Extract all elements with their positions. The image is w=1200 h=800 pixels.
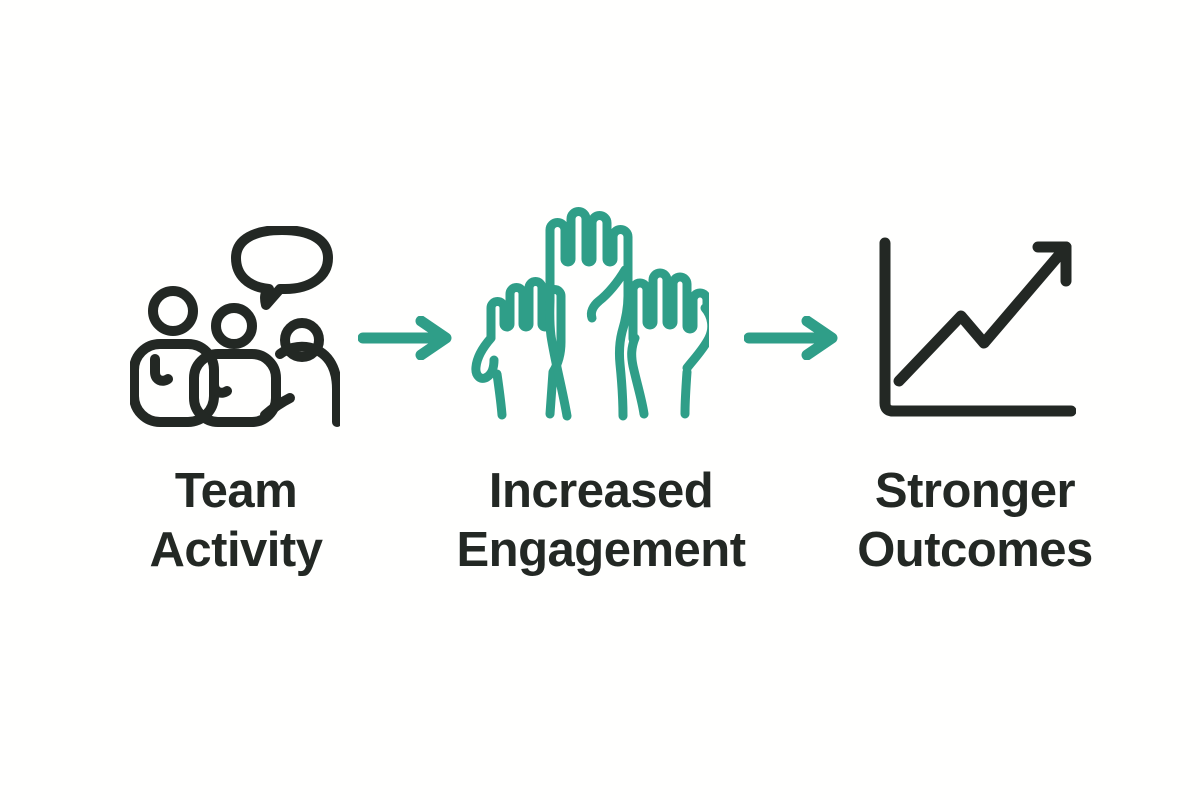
connector-2 xyxy=(744,316,840,360)
stage-label-stronger-outcomes: Stronger Outcomes xyxy=(795,462,1155,580)
label-line: Team xyxy=(174,464,298,518)
label-line: Engagement xyxy=(456,523,746,577)
growth-chart-icon xyxy=(879,237,1076,417)
raised-hands-icon xyxy=(471,207,709,421)
label-line: Increased xyxy=(488,464,714,518)
arrow-right-icon xyxy=(744,316,838,360)
label-line: Stronger xyxy=(874,464,1076,518)
stage-stronger-outcomes xyxy=(876,236,1076,421)
stage-label-team-activity: Team Activity xyxy=(56,462,416,580)
arrow-right-icon xyxy=(358,316,452,360)
label-line: Activity xyxy=(149,523,323,577)
connector-1 xyxy=(358,316,454,360)
label-line: Outcomes xyxy=(857,523,1093,577)
stage-label-increased-engagement: Increased Engagement xyxy=(421,462,781,580)
stage-team-activity xyxy=(130,226,340,431)
team-discussion-icon xyxy=(130,226,340,427)
stage-increased-engagement xyxy=(447,204,709,422)
